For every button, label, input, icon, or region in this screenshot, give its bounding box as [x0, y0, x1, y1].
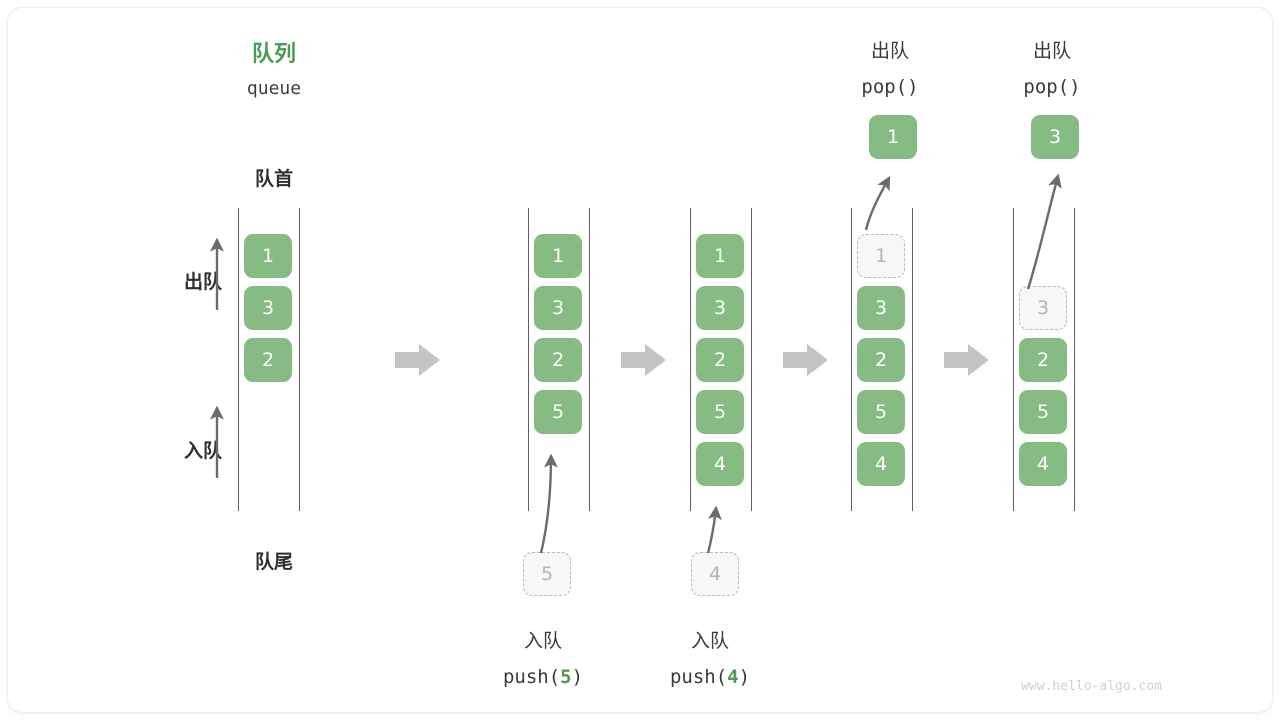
cell-col3-1: 3 [696, 286, 744, 330]
step-pop3-code-suffix: ) [1069, 76, 1081, 98]
push4-arrow [706, 505, 722, 554]
cell-col4-2: 2 [857, 338, 905, 382]
cell-col5-3: 5 [1019, 390, 1067, 434]
step-push4-code-suffix: ) [738, 666, 751, 688]
step-pop3-code-prefix: pop( [1023, 76, 1070, 98]
rail-right-col4 [912, 208, 913, 511]
step-push5-op-cn: 入队 [523, 631, 562, 652]
step-pop1-code-suffix: ) [907, 76, 919, 98]
watermark: www.hello-algo.com [1021, 679, 1162, 694]
ghost-cell-push5: 5 [523, 552, 571, 596]
step-push5-op-code: push(5) [473, 666, 613, 690]
step-arrow-3 [783, 344, 828, 376]
rail-right-col5 [1074, 208, 1075, 511]
cell-col1-2: 2 [244, 338, 292, 382]
enqueue-direction-label: 入队 [183, 441, 222, 462]
cell-col3-2: 2 [696, 338, 744, 382]
step-pop3-op-cn: 出队 [1032, 41, 1071, 62]
cell-col4-0-ghost: 1 [857, 234, 905, 278]
popped-cell-3: 3 [1031, 115, 1079, 159]
cell-col2-2: 2 [534, 338, 582, 382]
step-push4-code-prefix: push( [669, 666, 728, 688]
cell-col2-0: 1 [534, 234, 582, 278]
step-push5-code-suffix: ) [571, 666, 584, 688]
step-push5-code-arg: 5 [560, 666, 572, 688]
rail-left-col5 [1013, 208, 1014, 511]
push5-arrow [539, 453, 558, 554]
rail-left-col3 [690, 208, 691, 511]
rail-right-col3 [751, 208, 752, 511]
rail-left-col4 [851, 208, 852, 511]
step-pop1-code-prefix: pop( [861, 76, 908, 98]
cell-col2-1: 3 [534, 286, 582, 330]
cell-col2-3: 5 [534, 390, 582, 434]
popped-cell-1: 1 [869, 115, 917, 159]
queue-title-en: queue [246, 78, 302, 99]
cell-col4-3: 5 [857, 390, 905, 434]
arrows-layer [210, 173, 1062, 554]
pop3-arrow [1026, 173, 1062, 290]
cell-col3-3: 5 [696, 390, 744, 434]
rear-label: 队尾 [254, 552, 293, 573]
pop1-arrow [864, 175, 891, 231]
step-push4-code-arg: 4 [727, 666, 739, 688]
step-pop1-op-code: pop() [820, 76, 960, 100]
step-push4-op-cn: 入队 [690, 631, 729, 652]
step-arrow-1 [395, 344, 440, 376]
rail-right-col1 [299, 208, 300, 511]
rail-left-col2 [528, 208, 529, 511]
step-push5-code-prefix: push( [502, 666, 561, 688]
diagram-card: 队列 queue 队首 队尾 出队 入队 出队 pop() 出队 pop() 入… [8, 8, 1272, 712]
ghost-cell-push4: 4 [691, 552, 739, 596]
cell-col3-4: 4 [696, 442, 744, 486]
step-arrow-2 [621, 344, 666, 376]
cell-col1-1: 3 [244, 286, 292, 330]
cell-col5-2: 2 [1019, 338, 1067, 382]
front-label: 队首 [254, 169, 293, 190]
queue-title-cn: 队列 [251, 41, 296, 66]
cell-col4-4: 4 [857, 442, 905, 486]
step-pop1-op-cn: 出队 [870, 41, 909, 62]
step-push4-op-code: push(4) [640, 666, 780, 690]
rail-left-col1 [238, 208, 239, 511]
rail-right-col2 [589, 208, 590, 511]
cell-col3-0: 1 [696, 234, 744, 278]
cell-col1-0: 1 [244, 234, 292, 278]
step-arrow-4 [944, 344, 989, 376]
dequeue-direction-label: 出队 [183, 272, 222, 293]
cell-col5-1-ghost: 3 [1019, 286, 1067, 330]
cell-col4-1: 3 [857, 286, 905, 330]
step-pop3-op-code: pop() [982, 76, 1122, 100]
cell-col5-4: 4 [1019, 442, 1067, 486]
